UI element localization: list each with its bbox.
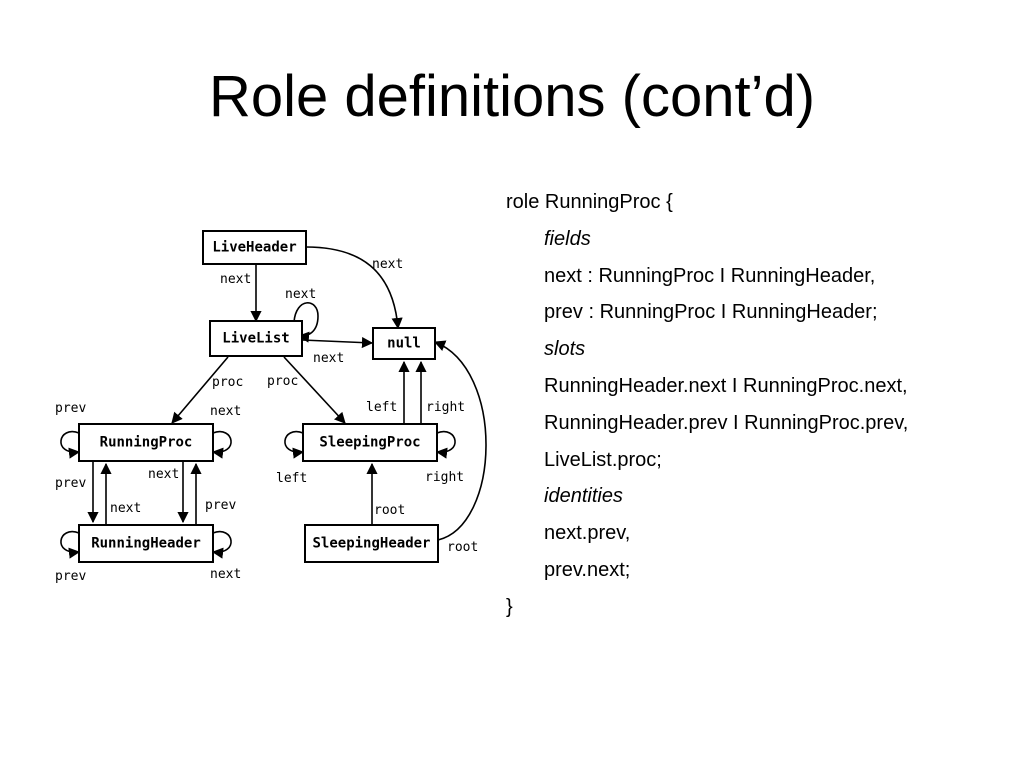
label-sp-right-self: right xyxy=(425,470,464,485)
edge-liveheader-next-null xyxy=(305,246,403,330)
node-runningheader: RunningHeader xyxy=(91,536,201,552)
label-sh-root-up: root xyxy=(374,503,405,518)
label-rh-next-up: next xyxy=(110,501,141,516)
edge-sleepingproc-self-right xyxy=(435,430,456,459)
label-rh-prev-self: prev xyxy=(55,569,86,584)
code-identities-keyword: identities xyxy=(544,485,623,508)
node-runningproc-box xyxy=(78,423,214,462)
edge-livelist-self-next xyxy=(293,302,319,343)
role-graph-diagram: LiveHeader LiveList null RunningProc Sle… xyxy=(55,230,487,584)
code-closing-brace: } xyxy=(506,595,513,618)
code-identity-prev-next: prev.next; xyxy=(544,558,631,581)
code-slot-prev: RunningHeader.prev I RunningProc.prev, xyxy=(544,411,909,434)
label-rp-prev-down: prev xyxy=(55,476,86,491)
label-sp-left-up: left xyxy=(366,400,397,415)
label-rp-next-down: next xyxy=(148,467,179,482)
code-identity-next-prev: next.prev, xyxy=(544,522,631,545)
node-sleepingproc-box xyxy=(302,423,438,462)
label-ll-next-null: next xyxy=(313,351,344,366)
node-null-box xyxy=(372,327,436,360)
label-ll-self-next: next xyxy=(285,287,316,302)
label-sp-left-self: left xyxy=(276,471,307,486)
edge-sleepingproc-self-left xyxy=(284,430,305,459)
node-null: null xyxy=(387,336,421,352)
code-slot-proc: LiveList.proc; xyxy=(544,448,662,471)
edge-runningproc-self-next xyxy=(211,430,232,459)
edge-runningheader-self-prev xyxy=(60,530,81,559)
node-livelist-box xyxy=(209,320,303,357)
label-ll-proc-left: proc xyxy=(212,375,243,390)
node-sleepingheader-box xyxy=(304,524,439,563)
edge-livelist-next-null xyxy=(301,336,374,349)
edge-runningheader-self-next xyxy=(211,530,232,559)
slide-title: Role definitions (cont’d) xyxy=(208,64,816,129)
edge-sleepingheader-root-null xyxy=(433,340,487,541)
code-slots-keyword: slots xyxy=(544,338,586,361)
label-rp-prev-self: prev xyxy=(55,401,86,416)
code-fields-keyword: fields xyxy=(544,227,591,250)
role-definition-code: role RunningProc { fields next : Running… xyxy=(506,186,1016,628)
label-sh-root-null: root xyxy=(447,540,478,555)
edge-runningproc-self-prev xyxy=(60,430,81,459)
node-liveheader: LiveHeader xyxy=(212,240,296,256)
code-field-next: next : RunningProc I RunningHeader, xyxy=(544,264,876,287)
edge-livelist-proc-runningproc xyxy=(171,356,229,424)
label-sp-right-up: right xyxy=(426,400,465,415)
label-rh-prev-up: prev xyxy=(205,498,236,513)
node-liveheader-box xyxy=(202,230,307,265)
code-field-prev: prev : RunningProc I RunningHeader; xyxy=(544,301,878,324)
label-ll-proc-right: proc xyxy=(267,374,298,389)
node-runningproc: RunningProc xyxy=(100,435,193,451)
code-role-header: role RunningProc { xyxy=(506,191,673,213)
node-livelist: LiveList xyxy=(222,331,289,347)
node-runningheader-box xyxy=(78,524,214,563)
label-lh-next-null: next xyxy=(372,257,403,272)
label-rp-next-self: next xyxy=(210,404,241,419)
code-slot-next: RunningHeader.next I RunningProc.next, xyxy=(544,374,908,397)
node-sleepingproc: SleepingProc xyxy=(319,435,420,451)
node-sleepingheader: SleepingHeader xyxy=(312,536,430,552)
label-lh-next-down: next xyxy=(220,272,251,287)
edge-livelist-proc-sleepingproc xyxy=(283,356,346,424)
label-rh-next-self: next xyxy=(210,567,241,582)
